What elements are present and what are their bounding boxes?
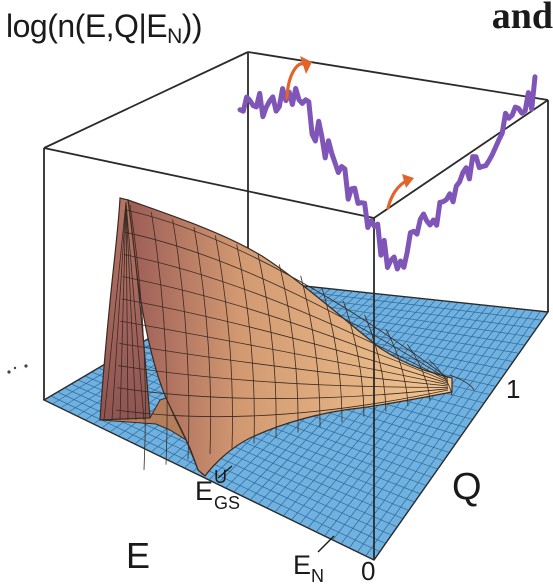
- order-axis-tick-1: 1: [506, 374, 521, 404]
- energy-axis-label: E: [126, 535, 151, 576]
- vertical-axis-label: log(n(E,Q|EN)): [6, 8, 203, 48]
- order-axis-label: Q: [452, 466, 482, 508]
- bounding-box-front: [373, 100, 549, 560]
- bounding-box-back: [43, 51, 549, 400]
- axis-tick-marks: [217, 465, 335, 553]
- order-axis-tick-0: 0: [361, 556, 376, 586]
- corner-text: and: [491, 0, 553, 37]
- energy-surface: [99, 197, 475, 477]
- native-energy-label: EN: [293, 550, 325, 586]
- free-energy-profile: [237, 74, 538, 272]
- curved-arrow-icon: [285, 56, 414, 210]
- scatter-dots: [7, 364, 28, 374]
